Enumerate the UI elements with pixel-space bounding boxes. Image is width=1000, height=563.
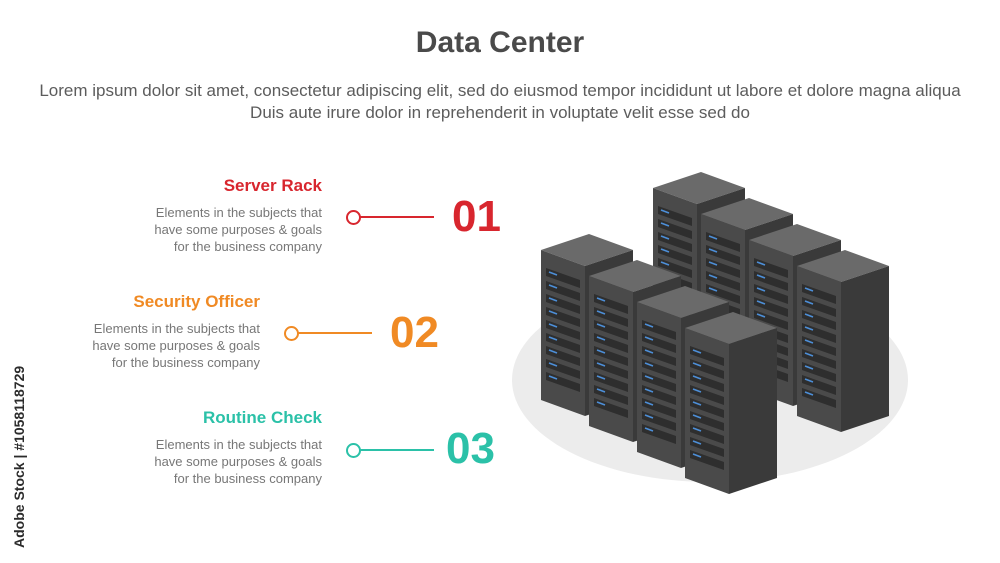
- connector-1: [346, 209, 436, 225]
- server-racks-icon: [512, 172, 908, 494]
- connector-dot: [346, 443, 361, 458]
- item-description: Elements in the subjects that have some …: [154, 205, 322, 254]
- connector-2: [284, 325, 374, 341]
- item-routine-check: Routine Check Elements in the subjects t…: [100, 408, 322, 498]
- connector-3: [346, 442, 436, 458]
- connector-line: [360, 216, 434, 218]
- item-title: Security Officer: [133, 292, 260, 311]
- item-security-officer: Security Officer Elements in the subject…: [40, 292, 260, 382]
- number-02: 02: [390, 308, 439, 357]
- racks-group: [541, 172, 889, 494]
- connector-line: [298, 332, 372, 334]
- connector-dot: [284, 326, 299, 341]
- page-title: Data Center: [415, 26, 585, 59]
- server-rack: [685, 312, 777, 494]
- item-title: Routine Check: [202, 408, 322, 427]
- item-server-rack: Server Rack Elements in the subjects tha…: [100, 176, 322, 266]
- server-rack: [797, 250, 889, 432]
- connector-line: [360, 449, 434, 451]
- item-description: Elements in the subjects that have some …: [154, 437, 322, 486]
- connector-dot: [346, 210, 361, 225]
- number-01: 01: [452, 192, 501, 241]
- number-03: 03: [446, 424, 495, 473]
- item-title: Server Rack: [223, 176, 322, 195]
- item-description: Elements in the subjects that have some …: [92, 321, 260, 370]
- side-credit: Adobe Stock | #1058118729: [11, 365, 27, 548]
- page-subtitle: Lorem ipsum dolor sit amet, consectetur …: [39, 81, 961, 122]
